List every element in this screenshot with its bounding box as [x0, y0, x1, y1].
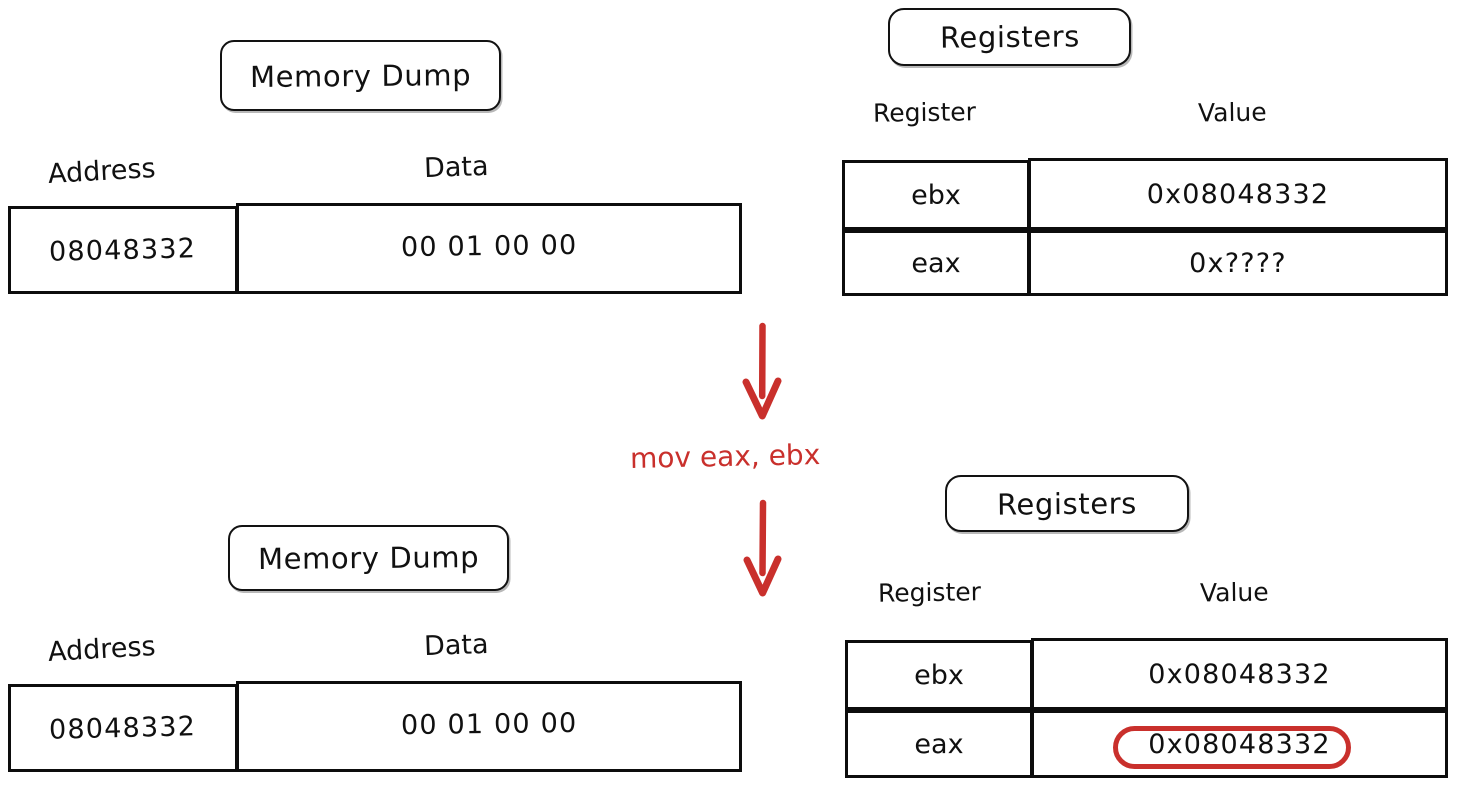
memory-after-address-value: 08048332	[49, 710, 197, 746]
memory-dump-title-before-label: Memory Dump	[249, 57, 472, 94]
registers-before-value-0: 0x08048332	[1146, 178, 1330, 210]
registers-before-cell-register-0[interactable]: ebx	[842, 160, 1030, 230]
memory-after-data-value: 00 01 00 00	[400, 707, 578, 742]
registers-after-register-1: eax	[914, 728, 964, 760]
registers-before-cell-register-1[interactable]: eax	[842, 230, 1030, 296]
memory-before-address-value: 08048332	[49, 232, 197, 268]
registers-after-cell-register-1[interactable]: eax	[845, 710, 1033, 778]
memory-after-header-data: Data	[423, 628, 489, 663]
memory-after-cell-address[interactable]: 08048332	[8, 684, 238, 772]
memory-before-data-value: 00 01 00 00	[400, 229, 578, 264]
memory-before-header-data: Data	[423, 150, 489, 185]
registers-before-header-register: Register	[872, 97, 977, 128]
memory-before-cell-data[interactable]: 00 01 00 00	[236, 203, 742, 294]
registers-title-before-label: Registers	[939, 19, 1080, 55]
registers-before-value-1: 0x????	[1189, 247, 1287, 279]
registers-after-value-0: 0x08048332	[1148, 658, 1331, 690]
memory-after-cell-data[interactable]: 00 01 00 00	[236, 681, 742, 772]
registers-before-cell-value-0[interactable]: 0x08048332	[1028, 158, 1448, 230]
instruction-label: mov eax, ebx	[629, 438, 821, 475]
registers-title-before: Registers	[888, 8, 1131, 66]
arrow-down-icon-bottom	[743, 499, 782, 597]
registers-before-register-1: eax	[911, 247, 961, 279]
registers-before-register-0: ebx	[911, 179, 961, 211]
memory-before-cell-address[interactable]: 08048332	[8, 206, 238, 294]
memory-after-header-address: Address	[47, 631, 157, 668]
registers-before-cell-value-1[interactable]: 0x????	[1028, 230, 1448, 296]
arrow-down-icon-top	[742, 322, 782, 420]
registers-after-header-register: Register	[877, 577, 982, 608]
registers-after-cell-value-0[interactable]: 0x08048332	[1031, 638, 1448, 710]
memory-dump-title-after: Memory Dump	[228, 525, 509, 591]
registers-before-header-value: Value	[1197, 97, 1267, 128]
memory-dump-title-before: Memory Dump	[220, 40, 501, 111]
registers-title-after: Registers	[945, 475, 1189, 532]
registers-after-cell-register-0[interactable]: ebx	[845, 640, 1033, 710]
registers-after-cell-value-1[interactable]: 0x08048332	[1031, 710, 1448, 778]
registers-after-value-1: 0x08048332	[1148, 728, 1331, 760]
registers-after-register-0: ebx	[914, 659, 964, 691]
memory-dump-title-after-label: Memory Dump	[257, 540, 480, 576]
registers-title-after-label: Registers	[996, 485, 1138, 522]
registers-after-header-value: Value	[1199, 577, 1269, 608]
memory-before-header-address: Address	[47, 153, 157, 190]
